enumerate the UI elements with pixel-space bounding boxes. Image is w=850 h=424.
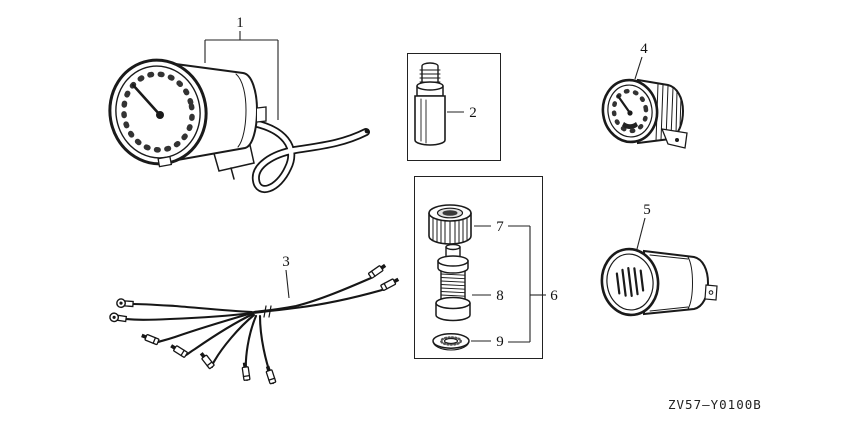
bullet-connector — [141, 333, 160, 346]
tape-band — [268, 305, 272, 318]
meter-face-mark — [622, 122, 638, 129]
bullet-connector — [241, 362, 251, 381]
callouts: 1 2 3 4 5 6 7 8 — [204, 15, 651, 350]
part6-number: 6 — [550, 288, 558, 304]
gauge-needle — [131, 83, 162, 117]
ring-terminal — [109, 312, 128, 323]
trip-knob — [157, 155, 173, 168]
speedometer-hose-outline — [244, 118, 370, 193]
part7-number: 7 — [496, 219, 504, 235]
washer-ring — [440, 336, 463, 346]
bullet-connector — [368, 263, 387, 279]
callout-part6: 6 — [508, 225, 558, 343]
callout-part2: 2 — [447, 105, 477, 121]
meter-needle — [616, 94, 632, 115]
harness-wire — [124, 311, 254, 321]
meter-tab — [704, 284, 718, 301]
knurled-nut — [428, 204, 472, 245]
fuel-meter-assembly — [600, 247, 718, 317]
part5-number: 5 — [643, 202, 651, 218]
tape-band — [263, 305, 267, 318]
part3-number: 3 — [282, 254, 290, 270]
callout-part7: 7 — [474, 219, 504, 235]
fitting-body — [414, 95, 446, 146]
callout-part5: 5 — [636, 202, 651, 250]
meter-body — [643, 249, 710, 316]
callout-part3: 3 — [282, 254, 290, 299]
bullet-connector — [199, 352, 215, 370]
speedometer-assembly — [108, 58, 370, 193]
part4-number: 4 — [640, 41, 648, 57]
speedometer-hose-core — [245, 119, 369, 192]
sender-unit — [435, 243, 471, 322]
ring-terminal — [116, 298, 134, 309]
meter-body-seam — [687, 256, 693, 310]
meter-bracket — [660, 128, 688, 149]
harness-wire — [156, 311, 254, 344]
nut-bore-hole — [442, 210, 458, 216]
part9-number: 9 — [496, 334, 504, 350]
bullet-connector — [380, 277, 400, 291]
callout-part9: 9 — [471, 334, 504, 350]
gauge-body-seam — [235, 73, 247, 148]
washer-thickness — [432, 340, 470, 351]
pickup-fitting — [414, 62, 446, 146]
meter-needle-hub — [627, 110, 633, 116]
callout-part1: 1 — [204, 15, 279, 120]
tab-hole — [708, 290, 714, 295]
seal-washer — [432, 333, 470, 351]
meter-face — [600, 247, 660, 317]
diagram-code: ZV57—Y0100B — [668, 397, 762, 412]
bullet-connector — [170, 344, 188, 358]
washer-hole — [443, 338, 459, 344]
harness-wire — [184, 312, 255, 357]
bullet-connector — [265, 365, 277, 385]
gauge-rear-terminal — [256, 106, 267, 123]
callout-part4: 4 — [634, 41, 648, 80]
part6-frame — [414, 176, 543, 359]
harness-wire — [131, 302, 254, 314]
gauge-needle-hub — [156, 111, 164, 119]
hose-end-tip — [364, 128, 370, 134]
bracket-screw — [675, 138, 679, 142]
part2-frame — [407, 53, 501, 161]
wire-harness — [109, 263, 400, 385]
part1-number: 1 — [236, 15, 244, 31]
part2-number: 2 — [469, 105, 477, 121]
gauge-tick-ring — [121, 71, 195, 153]
callout-part8: 8 — [472, 288, 504, 304]
part8-number: 8 — [496, 288, 504, 304]
bracket-stud — [230, 167, 235, 180]
trim-meter-assembly — [601, 78, 688, 149]
harness-wire — [252, 276, 373, 314]
